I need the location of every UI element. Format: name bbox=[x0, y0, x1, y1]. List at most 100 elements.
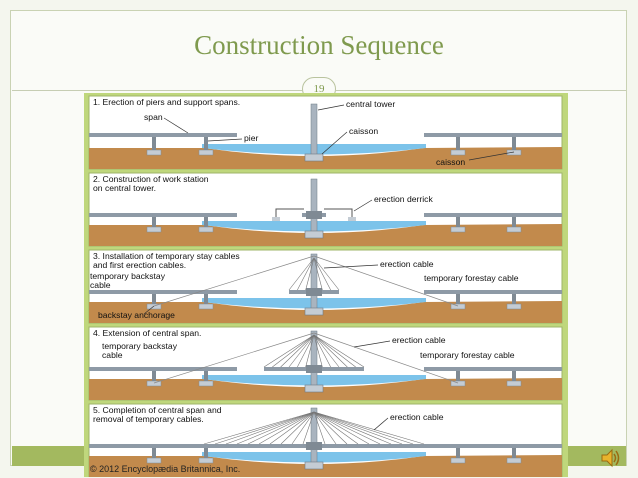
pier bbox=[152, 137, 156, 150]
leader-line bbox=[468, 151, 515, 161]
pier-footing bbox=[506, 149, 522, 156]
central-tower bbox=[310, 407, 318, 465]
leader-line bbox=[323, 264, 379, 269]
stay-cable bbox=[313, 411, 359, 445]
pier-footing bbox=[450, 457, 466, 464]
label-span: span bbox=[144, 112, 163, 122]
stay-cable bbox=[297, 257, 315, 291]
stay-cable bbox=[313, 411, 381, 445]
stay-cable bbox=[313, 257, 323, 291]
stay-cable bbox=[272, 334, 315, 368]
stay-cable bbox=[305, 334, 315, 368]
pier-footing bbox=[506, 226, 522, 233]
label-temporary-backstay: cable bbox=[90, 280, 111, 290]
label-erection-cable: erection cable bbox=[380, 259, 434, 269]
pier bbox=[512, 294, 516, 304]
label-temporary-backstay: cable bbox=[102, 350, 123, 360]
stay-cable bbox=[280, 411, 315, 445]
pier-footing bbox=[146, 226, 162, 233]
stay-cable bbox=[214, 411, 315, 445]
stay-cable bbox=[313, 334, 356, 368]
temporary-forestay-cable bbox=[313, 332, 459, 384]
label-caisson-center: caisson bbox=[349, 126, 378, 136]
stay-cable bbox=[247, 411, 315, 445]
right-side-span bbox=[424, 133, 562, 137]
panel-caption: 1. Erection of piers and support spans. bbox=[93, 97, 240, 107]
pier bbox=[512, 137, 516, 150]
stay-cable bbox=[313, 257, 340, 291]
panel-caption: on central tower. bbox=[93, 183, 156, 193]
pier bbox=[152, 371, 156, 381]
pier-footing bbox=[450, 149, 466, 156]
temporary-backstay-cable bbox=[153, 255, 315, 307]
stay-cable bbox=[313, 334, 348, 368]
construction-figure: 1. Erection of piers and support spans. c… bbox=[84, 93, 568, 477]
stay-cable bbox=[225, 411, 315, 445]
pier-footing bbox=[146, 457, 162, 464]
pier-footing bbox=[450, 380, 466, 387]
pier-footing bbox=[450, 303, 466, 310]
stay-cable bbox=[269, 411, 315, 445]
pier bbox=[456, 448, 460, 458]
stay-cable bbox=[313, 411, 337, 445]
pier-footing bbox=[506, 303, 522, 310]
leader-line bbox=[353, 340, 391, 348]
pier-footing bbox=[146, 303, 162, 310]
pier-footing bbox=[506, 457, 522, 464]
pier bbox=[204, 217, 208, 227]
panel-caption: removal of temporary cables. bbox=[93, 414, 204, 424]
leader-line bbox=[163, 117, 189, 134]
pier-footing bbox=[198, 226, 214, 233]
stay-cable bbox=[258, 411, 315, 445]
slide-title: Construction Sequence bbox=[194, 30, 444, 60]
derrick-base bbox=[272, 217, 280, 221]
leader-line bbox=[143, 305, 155, 315]
pier bbox=[456, 294, 460, 304]
temporary-backstay-cable bbox=[153, 332, 315, 384]
pier bbox=[512, 217, 516, 227]
erection-derrick bbox=[324, 208, 353, 219]
stay-cable bbox=[313, 334, 365, 368]
leader-line bbox=[207, 138, 243, 142]
copyright-text: © 2012 Encyclopædia Britannica, Inc. bbox=[90, 464, 241, 474]
pier bbox=[204, 371, 208, 381]
stay-cable bbox=[313, 334, 331, 368]
pier bbox=[456, 217, 460, 227]
temporary-forestay-cable bbox=[313, 255, 459, 307]
pier-footing bbox=[198, 303, 214, 310]
label-erection-derrick: erection derrick bbox=[374, 194, 433, 204]
right-side-span bbox=[424, 367, 562, 371]
stay-cable bbox=[280, 334, 315, 368]
tower-caisson bbox=[304, 153, 324, 162]
pier bbox=[512, 448, 516, 458]
panel-caption: 5. Completion of central span and bbox=[93, 405, 222, 415]
pier-footing bbox=[506, 380, 522, 387]
stay-cable bbox=[313, 334, 340, 368]
left-side-span bbox=[89, 290, 237, 294]
label-temporary-forestay: temporary forestay cable bbox=[420, 350, 515, 360]
stay-cable bbox=[313, 411, 326, 445]
pier bbox=[456, 371, 460, 381]
right-side-span bbox=[424, 444, 562, 448]
panel-caption: 2. Construction of work station bbox=[93, 174, 209, 184]
title-rule-right bbox=[336, 90, 626, 91]
work-station bbox=[306, 211, 322, 219]
left-side-span bbox=[89, 367, 237, 371]
pier-footing bbox=[146, 380, 162, 387]
tower-caisson bbox=[304, 307, 324, 316]
label-erection-cable: erection cable bbox=[392, 335, 446, 345]
stay-cable bbox=[288, 334, 315, 368]
stay-cable bbox=[302, 411, 315, 445]
tower-caisson bbox=[304, 230, 324, 239]
work-station bbox=[306, 442, 322, 450]
label-temporary-forestay: temporary forestay cable bbox=[424, 273, 519, 283]
erection-derrick bbox=[275, 208, 304, 219]
stay-cable bbox=[313, 411, 392, 445]
label-backstay-anchorage: backstay anchorage bbox=[98, 310, 175, 320]
stay-cable bbox=[313, 411, 414, 445]
speaker-icon[interactable] bbox=[600, 448, 622, 468]
pier bbox=[204, 137, 208, 150]
stay-cable bbox=[313, 257, 331, 291]
right-side-span bbox=[424, 290, 562, 294]
